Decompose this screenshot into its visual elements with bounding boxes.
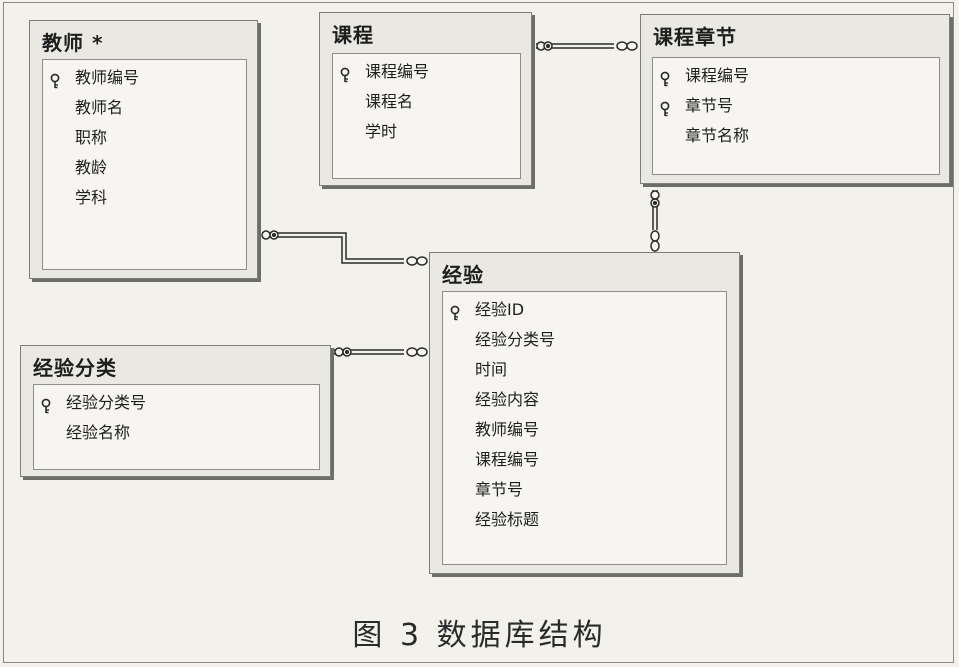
field-name: 章节名称 xyxy=(685,126,750,145)
field-list: 课程编号课程名学时 xyxy=(332,53,521,179)
field-name: 学科 xyxy=(75,188,108,207)
field-name: 教师编号 xyxy=(75,68,140,87)
field-list: 经验分类号经验名称 xyxy=(33,384,320,470)
field-list: 经验ID 经验分类号时间经验内容教师编号课程编号章节号经验标题 xyxy=(442,291,727,565)
field-list: 课程编号章节号章节名称 xyxy=(652,57,940,175)
relationship-course-chapter xyxy=(536,41,638,51)
table-title: 经验 xyxy=(442,263,484,287)
field-name: 经验标题 xyxy=(475,510,540,529)
field-name: 课程编号 xyxy=(685,66,750,85)
field-name: 章节号 xyxy=(685,96,734,115)
diagram-frame xyxy=(3,2,954,663)
table-course-chapter[interactable]: 课程章节 课程编号章节号章节名称 xyxy=(640,14,950,184)
field-name: 经验ID xyxy=(475,300,525,319)
table-title: 教师 * xyxy=(42,31,104,55)
field-name: 章节号 xyxy=(475,480,524,499)
table-experience-category[interactable]: 经验分类 经验分类号经验名称 xyxy=(20,345,331,477)
figure-caption: 图 3 数据库结构 xyxy=(352,618,607,653)
table-experience[interactable]: 经验 经验ID 经验分类号时间经验内容教师编号课程编号章节号经验标题 xyxy=(429,252,740,574)
table-title: 经验分类 xyxy=(33,356,117,380)
primary-key-icon xyxy=(447,302,463,321)
field-name: 课程名 xyxy=(365,92,414,111)
field-name: 时间 xyxy=(475,360,508,379)
primary-key-icon xyxy=(657,68,673,87)
relationship-teacher-experience xyxy=(261,230,428,266)
field-name: 课程编号 xyxy=(475,450,540,469)
table-teacher[interactable]: 教师 * 教师编号教师名职称教龄学科 xyxy=(29,20,258,279)
table-title: 课程章节 xyxy=(653,25,737,49)
table-course[interactable]: 课程 课程编号课程名学时 xyxy=(319,12,532,186)
relationship-chapter-experience xyxy=(650,190,660,252)
primary-key-icon xyxy=(337,64,353,83)
field-name: 教师编号 xyxy=(475,420,540,439)
primary-key-icon xyxy=(38,395,54,414)
field-name: 经验分类号 xyxy=(475,330,556,349)
table-title: 课程 xyxy=(332,23,374,47)
field-list: 教师编号教师名职称教龄学科 xyxy=(42,59,247,270)
field-name: 经验内容 xyxy=(475,390,540,409)
field-name: 学时 xyxy=(365,122,398,141)
field-name: 教师名 xyxy=(75,98,124,117)
primary-key-icon xyxy=(657,98,673,117)
field-name: 课程编号 xyxy=(365,62,430,81)
relationship-category-experience xyxy=(334,347,428,357)
field-name: 经验分类号 xyxy=(66,393,147,412)
field-name: 经验名称 xyxy=(66,423,131,442)
primary-key-icon xyxy=(47,70,63,89)
field-name: 教龄 xyxy=(75,158,108,177)
field-name: 职称 xyxy=(75,128,108,147)
